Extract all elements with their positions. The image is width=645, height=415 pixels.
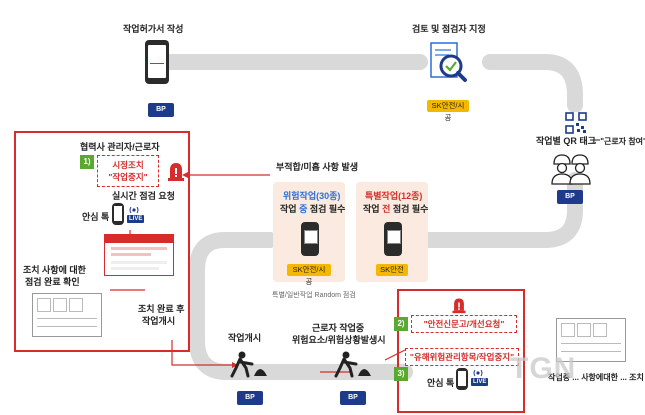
worker-join-label: → "근로자 참여" bbox=[590, 137, 645, 146]
live-broadcast-icon bbox=[129, 206, 139, 214]
magnifier-check-icon bbox=[430, 42, 467, 82]
sk-safety-site-badge: SK안전/시공 bbox=[427, 100, 469, 122]
workers-icon bbox=[551, 154, 591, 185]
qr-tag-label: 작업별 QR 태그 bbox=[536, 136, 596, 146]
review-label: 검토 및 점검자 지정 bbox=[412, 24, 486, 34]
hazard-occurrence-line1: 근로자 작업중 bbox=[312, 323, 365, 333]
work-start-label: 작업개시 bbox=[228, 333, 262, 343]
step-number-1: 1) bbox=[80, 155, 94, 169]
step-number-2: 2) bbox=[394, 317, 408, 331]
safety-report-item: "안전신문고/개선요청" bbox=[411, 315, 517, 333]
live-badge: LIVE bbox=[471, 378, 489, 386]
alarm-icon bbox=[452, 298, 466, 314]
special-work-subtitle: 작업 전 점검 필수 bbox=[363, 204, 429, 214]
corrective-action-line2: "작업중지" bbox=[108, 172, 148, 182]
qr-phone-icon bbox=[384, 222, 402, 256]
partner-label: 협력사 관리자/근로자 bbox=[80, 142, 160, 152]
hazard-stop-text: "유해위험관리항목/작업중지" bbox=[409, 352, 515, 362]
resume-line2: 작업개시 bbox=[142, 316, 176, 326]
sk-safety-site-badge: SK안전/시공 bbox=[287, 264, 331, 286]
hazard-work-subtitle: 작업 중 점검 필수 bbox=[280, 204, 346, 214]
worker-shovel-icon bbox=[334, 351, 371, 378]
qr-phone-icon bbox=[301, 222, 319, 256]
special-work-title: 특별작업(12종) bbox=[365, 191, 423, 201]
tgn-watermark: TGN bbox=[510, 352, 577, 385]
smartphone-icon bbox=[456, 368, 468, 390]
partner-action-box bbox=[14, 131, 190, 352]
live-broadcast-icon bbox=[473, 369, 483, 377]
hazard-occurrence-line2: 위험요소/위험상황발생시 bbox=[292, 335, 386, 345]
hazard-work-title: 위험작업(30종) bbox=[283, 191, 341, 201]
right-relief-talk-label: 안심 톡 bbox=[427, 378, 455, 388]
random-check-note: 특별/일반작업 Random 점검 bbox=[272, 292, 356, 299]
bp-badge: BP bbox=[148, 103, 174, 117]
bp-badge: BP bbox=[557, 190, 583, 204]
corrective-action-line1: 시정조치 bbox=[112, 160, 144, 170]
smartphone-icon bbox=[112, 203, 124, 225]
alarm-icon bbox=[168, 163, 184, 181]
confirm-line1: 조치 사항에 대한 bbox=[23, 265, 86, 275]
nonconformity-label: 부적합/미흡 사항 발생 bbox=[276, 162, 359, 172]
resume-line1: 조치 완료 후 bbox=[138, 304, 185, 314]
relief-talk-label: 안심 톡 bbox=[82, 212, 110, 222]
qr-code-icon bbox=[565, 112, 587, 134]
write-permit-label: 작업허가서 작성 bbox=[123, 24, 184, 34]
right-partial-label: 작업중 ... 사항에대한 ... 조치 bbox=[548, 373, 644, 382]
confirm-line2: 점검 완료 확인 bbox=[25, 277, 80, 287]
worker-shovel-icon bbox=[230, 351, 267, 378]
checklist-form bbox=[32, 293, 102, 337]
special-work-card: 특별작업(12종) 작업 전 점검 필수 SK안전 bbox=[356, 182, 428, 282]
live-badge: LIVE bbox=[127, 215, 145, 223]
step-number-3: 3) bbox=[394, 367, 408, 381]
bp-badge: BP bbox=[340, 391, 366, 405]
safety-report-text: "안전신문고/개선요청" bbox=[423, 319, 505, 329]
hazard-stop-item: "유해위험관리항목/작업중지" bbox=[405, 348, 519, 366]
realtime-check-label: 실시간 점검 요청 bbox=[112, 191, 175, 201]
bp-badge: BP bbox=[237, 391, 263, 405]
hazard-report-box bbox=[397, 289, 525, 413]
result-form bbox=[556, 318, 626, 362]
alert-screen-mockup bbox=[104, 234, 174, 276]
hazard-work-card: 위험작업(30종) 작업 중 점검 필수 SK안전/시공 bbox=[273, 182, 346, 286]
sk-safety-badge: SK안전 bbox=[376, 264, 408, 276]
corrective-action-box: 시정조치 "작업중지" bbox=[97, 155, 159, 187]
smartphone-icon bbox=[145, 40, 169, 84]
